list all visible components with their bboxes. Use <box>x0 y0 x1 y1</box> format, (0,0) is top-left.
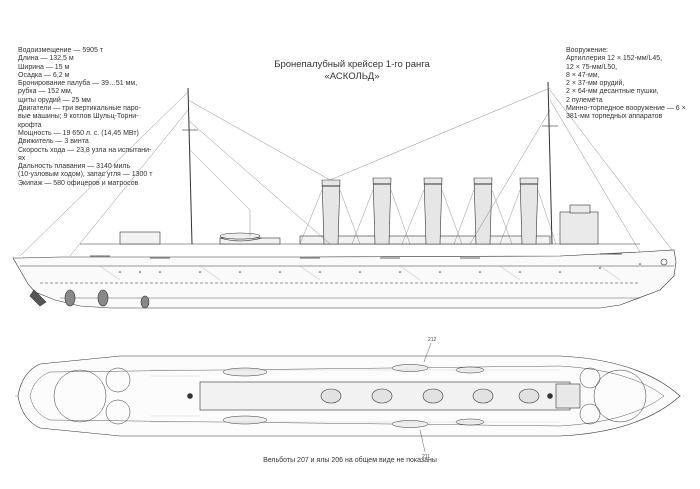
mast-top <box>547 393 553 399</box>
spec-line: 381-мм торпедных аппаратов <box>566 113 663 121</box>
spec-line: 8 × 47-мм, <box>566 71 600 79</box>
spec-line: 12 × 75-мм/L50, <box>566 63 618 71</box>
spec-line: Длина — 132,5 м <box>18 55 74 63</box>
funnel-top <box>422 388 444 404</box>
anchor-hawse <box>660 258 668 266</box>
plan-view <box>15 342 685 453</box>
funnel-top <box>320 388 342 404</box>
specs-right: Вооружение:Артиллерия 12 × 152-мм/L45,12… <box>566 47 686 122</box>
funnel <box>423 177 443 245</box>
funnel <box>473 177 493 245</box>
spec-line: 2 × 64-мм десантные пушки, <box>566 88 659 96</box>
rudder <box>29 289 47 307</box>
spec-line: крофта <box>18 121 42 129</box>
spec-line: (10-узловым ходом), запас угля — 1300 т <box>18 171 153 179</box>
boat <box>222 367 268 377</box>
spec-line: 2 пулемёта <box>566 96 603 104</box>
funnel-top <box>518 388 540 404</box>
spec-line: Экипаж — 580 офицеров и матросов <box>18 179 139 187</box>
spec-line: Минно-торпедное вооружение — 6 × <box>566 105 686 113</box>
ref-label-bottom: 211 <box>422 454 430 460</box>
drawing-title: Бронепалубный крейсер 1-го ранга «АСКОЛЬ… <box>262 59 442 83</box>
funnel <box>372 177 392 245</box>
spec-line: Вооружение: <box>566 47 609 54</box>
boat <box>219 232 261 240</box>
ref-label-top: 212 <box>428 337 437 343</box>
forward-bridge <box>559 211 599 245</box>
funnel <box>519 177 539 245</box>
fore-mast <box>547 81 553 245</box>
boat <box>222 415 268 425</box>
main-mast <box>187 87 193 245</box>
spec-line: Артиллерия 12 × 152-мм/L45, <box>566 55 663 63</box>
spec-line: Бронирование палуба — 39…51 мм, <box>18 80 138 88</box>
spec-line: ях <box>18 154 26 162</box>
funnel-top <box>371 388 393 404</box>
spec-line: Двигатели — три вертикальные паро- <box>18 105 141 113</box>
title-line-2: «АСКОЛЬД» <box>324 71 380 82</box>
funnels <box>321 177 539 245</box>
side-profile <box>12 81 677 309</box>
funnel <box>321 179 341 245</box>
hull-outline <box>12 249 677 309</box>
spec-line: 2 × 37-мм орудий, <box>566 80 625 88</box>
spec-line: Осадка — 6,2 м <box>18 71 70 79</box>
spec-line: Водоизмещение — 5905 т <box>18 47 104 54</box>
boat <box>391 364 429 372</box>
spec-line: Ширина — 15 м <box>18 63 70 71</box>
propeller <box>64 289 76 307</box>
title-line-1: Бронепалубный крейсер 1-го ранга <box>274 59 430 70</box>
bridge <box>555 383 581 409</box>
spec-line: щиты орудий — 25 мм <box>18 96 91 104</box>
funnel-top <box>472 388 494 404</box>
stern-deck <box>53 369 107 423</box>
caption: Вельботы 207 и ялы 206 на общем виде не … <box>263 457 437 464</box>
bow-deck <box>593 369 647 423</box>
spec-line: Скорость хода — 23,8 узла на испытани- <box>18 146 152 154</box>
boat <box>391 420 429 428</box>
spec-line: Дальность плавания — 3140 миль <box>18 163 131 171</box>
spec-line: Движитель — 3 винта <box>18 138 89 146</box>
propeller <box>140 295 150 309</box>
spec-line: Мощность — 19 650 л. с. (14,45 МВт) <box>18 129 139 137</box>
spec-line: вые машины; 9 котлов Шульц-Торни- <box>18 113 139 121</box>
spec-line: рубка — 152 мм, <box>18 88 73 96</box>
mast-top <box>187 393 193 399</box>
propeller <box>97 289 109 307</box>
